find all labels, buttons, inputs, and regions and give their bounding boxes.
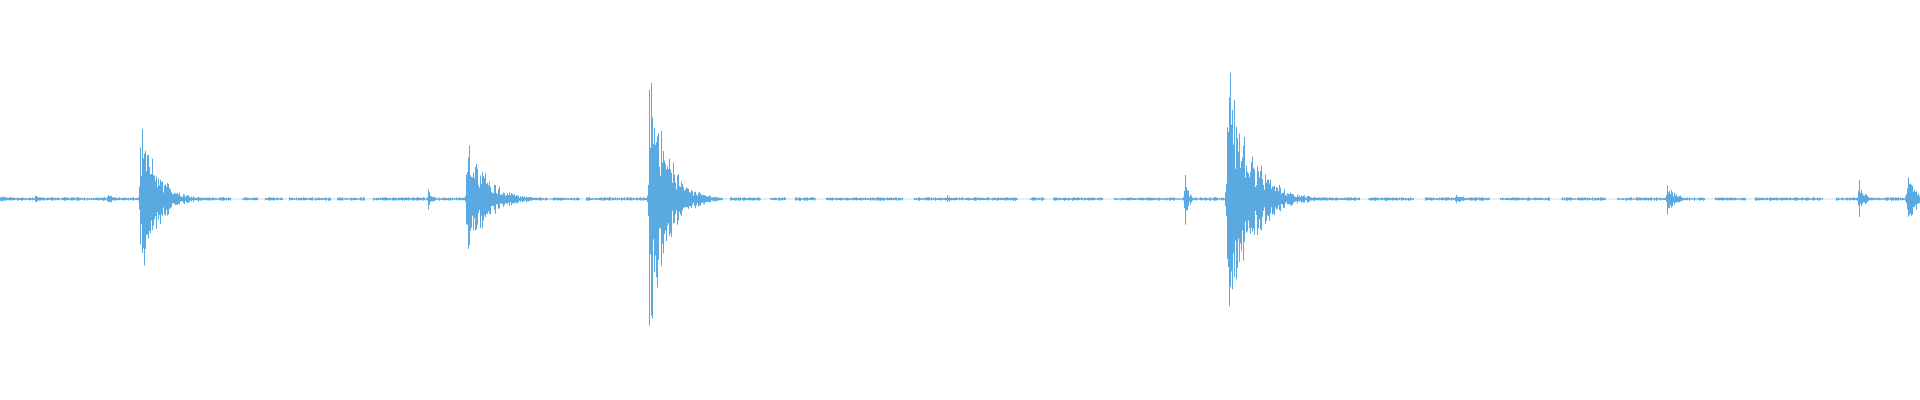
waveform-trace (0, 72, 1920, 326)
